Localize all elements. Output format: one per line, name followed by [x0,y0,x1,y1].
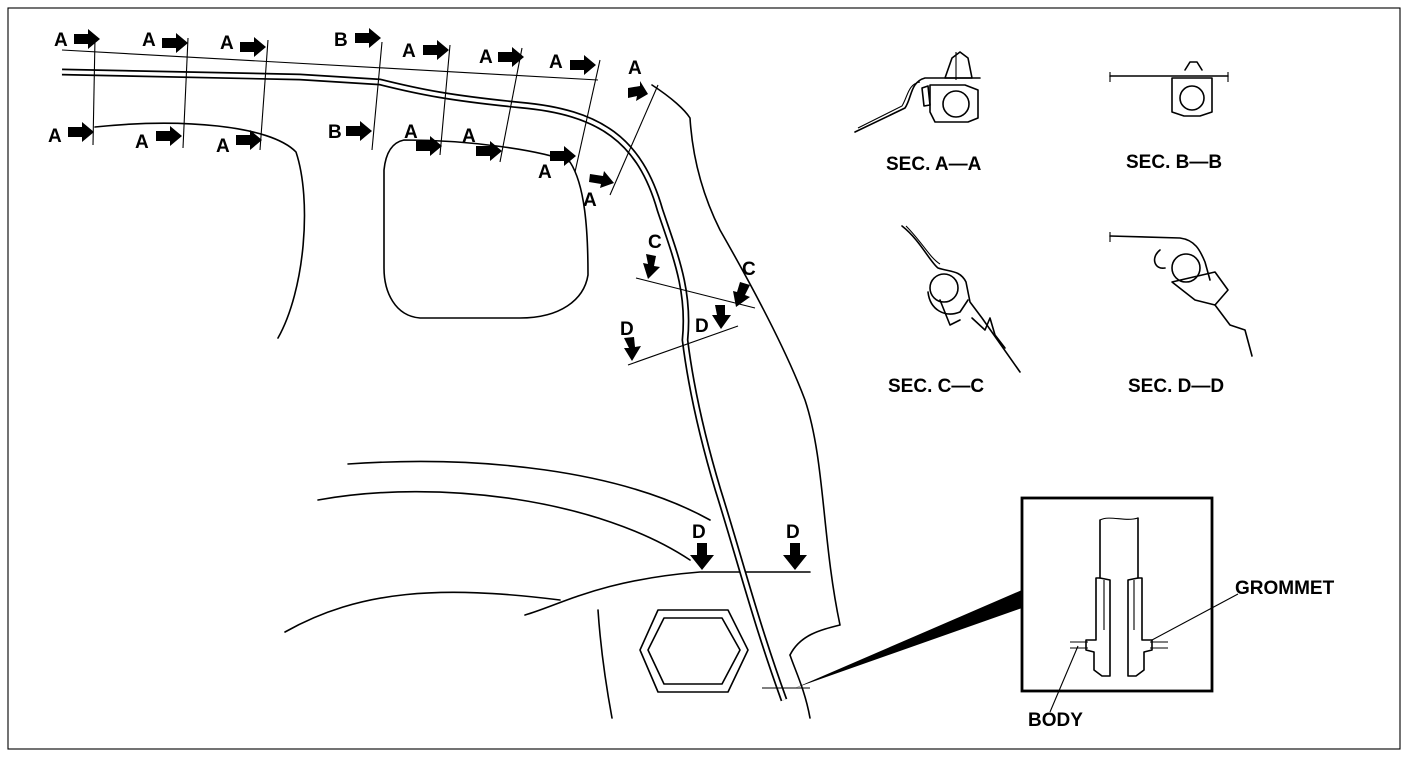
label-bot-4: B [328,122,342,143]
section-b-label: SEC. B—B [1126,152,1222,173]
section-d-drawing [1109,232,1253,357]
weatherstrip-inner [61,70,786,701]
arrow-d-4 [783,543,807,570]
arrow-top-5 [423,40,449,60]
cut-line-4 [371,41,383,151]
section-c-label: SEC. C—C [888,376,984,397]
detail-leader-wedge [795,590,1022,688]
label-d-1: D [620,319,634,340]
top-reference-line [61,49,599,81]
arrow-bot-1 [68,122,94,142]
arrow-bot-3 [236,130,262,150]
arrow-d-2 [712,305,731,329]
weatherstrip-outer [61,68,788,702]
wheel-arch-arc-1 [347,460,711,521]
label-top-5: A [402,41,416,62]
arrow-c-1 [643,254,660,279]
cut-line-7 [574,59,601,173]
grommet-label: GROMMET [1235,578,1335,599]
label-d-2: D [695,316,709,337]
arrow-bot-8 [589,171,614,188]
section-d-label: SEC. D—D [1128,376,1224,397]
label-bot-2: A [135,132,149,153]
arrow-top-4 [355,28,381,48]
arrow-top-6 [498,47,524,67]
arrow-d-1 [624,337,641,361]
cut-line-5 [439,44,451,156]
label-d-4: D [786,522,800,543]
wheel-arch-arc-2 [317,490,691,561]
arrow-top-7 [570,55,596,75]
grommet-detail-box [1020,496,1214,693]
label-d-3: D [692,522,706,543]
arrow-callouts [68,28,807,570]
label-bot-1: A [48,126,62,147]
front-door-outline [94,122,306,339]
section-c-drawing [901,225,1021,373]
wheel-arch-arc-3 [284,591,561,633]
lower-panel-edge [597,609,613,719]
label-bot-5: A [404,122,418,143]
cut-line-d [627,325,739,366]
section-a-drawing [854,51,981,133]
label-top-2: A [142,30,156,51]
label-c-1: C [648,232,662,253]
grommet-detail-drawing [1049,517,1239,713]
cut-line-c [635,277,756,309]
section-a-label: SEC. A—A [886,154,982,175]
arrow-bot-6 [476,141,502,161]
label-bot-8: A [583,190,597,211]
label-top-3: A [220,33,234,54]
fuel-door-inner [647,617,741,685]
section-b-drawing [1109,61,1229,117]
label-bot-7: A [538,162,552,183]
arrow-bot-5 [416,136,442,156]
arrow-top-8 [628,81,648,101]
label-top-1: A [54,30,68,51]
label-top-8: A [628,58,642,79]
arrow-top-3 [240,37,266,57]
label-c-2: C [742,259,756,280]
arrow-top-2 [162,33,188,53]
cut-line-6 [499,47,523,163]
fuel-door-outer [639,609,749,693]
lower-body-line [524,571,811,616]
label-bot-6: A [462,126,476,147]
label-top-4: B [334,30,348,51]
label-bot-3: A [216,136,230,157]
label-top-6: A [479,47,493,68]
cut-line-2 [182,37,189,149]
quarter-window-outline [383,139,589,319]
cut-line-1 [92,37,96,146]
arrow-top-1 [74,29,100,49]
arrow-bot-4 [346,121,372,141]
arrow-bot-2 [156,126,182,146]
arrow-bot-7 [550,146,576,166]
arrow-c-2 [733,282,750,307]
arrow-d-3 [690,543,714,570]
body-label: BODY [1028,710,1083,731]
label-top-7: A [549,52,563,73]
c-pillar-outline [651,84,841,656]
diagram-frame [7,7,1401,750]
rear-lower-edge [789,654,811,719]
cut-line-3 [259,39,269,151]
cut-line-8 [609,84,659,196]
